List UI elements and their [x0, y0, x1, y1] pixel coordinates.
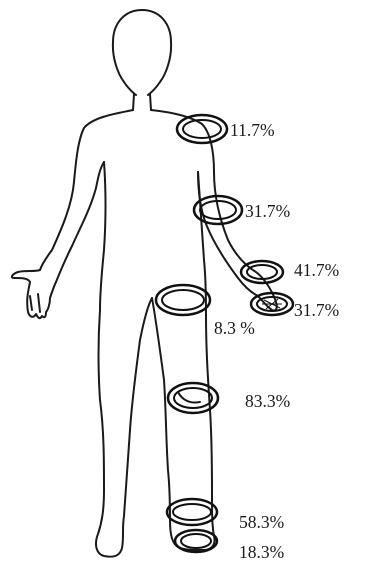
marker-thigh	[156, 285, 210, 315]
left-arm-outline	[12, 110, 133, 318]
label-forearm: 31.7%	[245, 201, 290, 221]
marker-wrist-upper	[241, 261, 283, 283]
marker-knee	[168, 383, 218, 413]
label-ankle-lower: 18.3%	[239, 542, 284, 562]
marker-ankle-lower	[175, 530, 217, 552]
label-knee: 83.3%	[245, 391, 290, 411]
label-wrist-lower: 31.7%	[294, 300, 339, 320]
marker-upper-arm	[177, 115, 227, 143]
body-outline	[12, 10, 277, 557]
knee-detail	[178, 392, 200, 403]
label-upper-arm: 11.7%	[230, 120, 275, 140]
neck-outline	[133, 94, 151, 110]
label-thigh: 8.3 %	[214, 318, 255, 338]
left-torso-outline	[100, 162, 106, 310]
right-inner-arm-outline	[198, 172, 258, 296]
label-ankle-upper: 58.3%	[239, 512, 284, 532]
marker-ankle-upper	[167, 499, 217, 525]
left-leg-outline	[96, 298, 152, 557]
head-outline	[113, 10, 171, 95]
marker-wrist-lower	[251, 293, 293, 315]
left-hand-detail	[30, 294, 40, 312]
labels: 11.7% 31.7% 41.7% 31.7% 8.3 % 83.3% 58.3…	[214, 120, 339, 562]
label-wrist-upper: 41.7%	[294, 260, 339, 280]
